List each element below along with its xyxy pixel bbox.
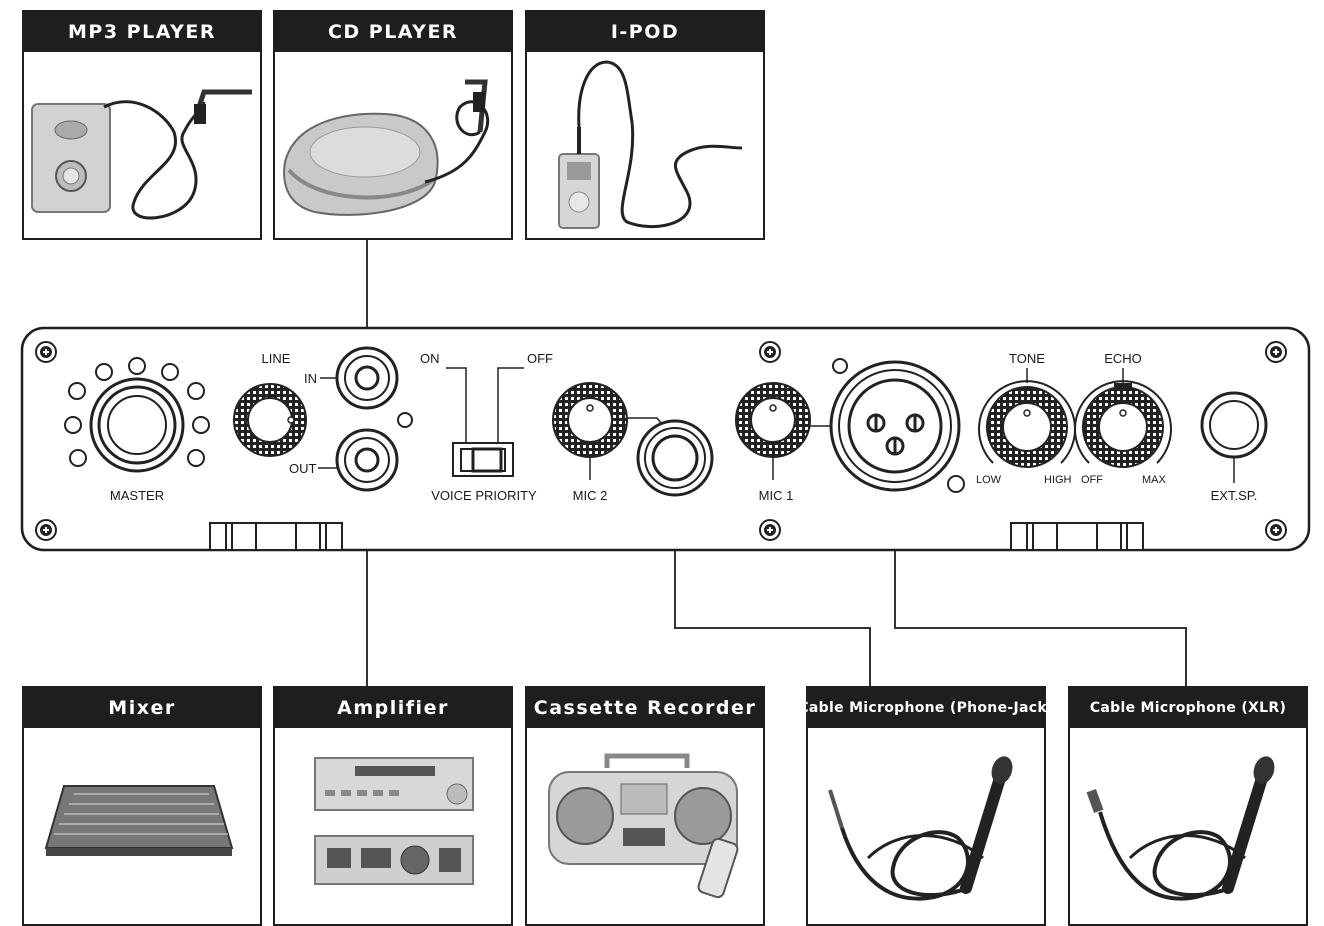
mic2-label: MIC 2 — [573, 488, 608, 503]
ext-speaker-jack[interactable] — [1200, 391, 1268, 459]
amplifier-image — [275, 728, 511, 924]
mic1-label: MIC 1 — [759, 488, 794, 503]
mic1-knob[interactable] — [735, 382, 811, 458]
cable-mic-xlr-title: Cable Microphone (XLR) — [1070, 688, 1306, 728]
cable-mic-xlr-image — [1070, 728, 1306, 924]
in-label: IN — [304, 371, 317, 386]
master-knob[interactable] — [64, 357, 210, 473]
mic1-led-top — [832, 358, 848, 374]
tone-low-label: LOW — [976, 474, 1002, 486]
tone-label: TONE — [1009, 351, 1045, 366]
echo-label: ECHO — [1104, 351, 1142, 366]
line-label: LINE — [262, 351, 291, 366]
line-out-jack[interactable] — [335, 428, 399, 492]
amplifier-title: Amplifier — [275, 688, 511, 728]
tone-knob[interactable] — [986, 386, 1068, 468]
mp3-player-box: MP3 PLAYER — [22, 10, 262, 240]
panel-screws — [35, 341, 1287, 541]
cd-player-box: CD PLAYER — [273, 10, 513, 240]
mp3-player-title: MP3 PLAYER — [24, 12, 260, 52]
ext-sp-label: EXT.SP. — [1211, 488, 1258, 503]
mic1-led-bottom — [947, 475, 965, 493]
ipod-image — [527, 52, 763, 238]
cassette-recorder-image — [527, 728, 763, 924]
cable-mic-phone-image — [808, 728, 1044, 924]
cable-mic-phone-box: Cable Microphone (Phone-Jack) — [798, 686, 1053, 926]
echo-off-label: OFF — [1081, 474, 1103, 486]
cd-player-title: CD PLAYER — [275, 12, 511, 52]
cassette-recorder-title: Cassette Recorder — [527, 688, 763, 728]
line-in-jack[interactable] — [335, 346, 399, 410]
vp-on-label: ON — [420, 351, 440, 366]
mixer-box: Mixer — [22, 686, 262, 926]
echo-max-label: MAX — [1142, 474, 1167, 486]
mixer-title: Mixer — [24, 688, 260, 728]
voice-priority-switch[interactable] — [452, 442, 514, 477]
ipod-title: I-POD — [527, 12, 763, 52]
master-label: MASTER — [110, 488, 164, 503]
mic2-knob[interactable] — [552, 382, 628, 458]
cassette-recorder-box: Cassette Recorder — [525, 686, 765, 926]
mic2-phone-jack[interactable] — [636, 419, 714, 497]
cable-mic-phone-title: Cable Microphone (Phone-Jack) — [798, 688, 1053, 728]
out-label: OUT — [289, 461, 317, 476]
echo-knob[interactable] — [1082, 386, 1164, 468]
vp-off-label: OFF — [527, 351, 553, 366]
tone-high-label: HIGH — [1044, 474, 1072, 486]
panel-feet — [209, 522, 1144, 551]
ipod-box: I-POD — [525, 10, 765, 240]
amplifier-box: Amplifier — [273, 686, 513, 926]
cable-mic-xlr-box: Cable Microphone (XLR) — [1068, 686, 1308, 926]
cd-player-image — [275, 52, 511, 238]
mixer-image — [24, 728, 260, 924]
mp3-player-image — [24, 52, 260, 238]
line-knob[interactable] — [233, 383, 307, 457]
voice-priority-label: VOICE PRIORITY — [431, 488, 537, 503]
mic1-xlr-jack[interactable] — [829, 360, 961, 492]
line-led — [397, 412, 413, 428]
